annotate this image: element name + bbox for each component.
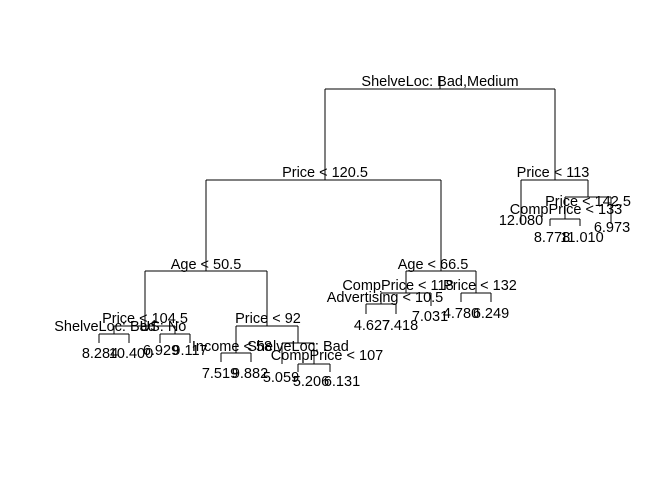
split-label-RR: Price < 142.5 <box>545 194 631 210</box>
split-label-LRL: CompPrice < 118 <box>342 278 453 294</box>
leaf-value-l6: 9.882 <box>232 366 268 382</box>
split-label-LRR: Price < 132 <box>443 278 517 294</box>
split-label-LLL: Price < 104.5 <box>102 311 188 327</box>
split-label-L: Price < 120.5 <box>282 165 368 181</box>
split-label-LR: Age < 66.5 <box>398 257 469 273</box>
leaf-value-l1: 8.284 <box>82 346 118 362</box>
split-label-LL: Age < 50.5 <box>171 257 242 273</box>
split-label-LLLL: ShelveLoc: Bad <box>54 319 156 335</box>
leaf-value-l10: 4.627 <box>354 318 390 334</box>
split-label-LLR: Price < 92 <box>235 311 301 327</box>
split-label-LLRRR: CompPrice < 107 <box>271 348 383 364</box>
leaf-value-l9: 6.131 <box>324 374 360 390</box>
split-label-LRLL: Advertising < 10.5 <box>327 290 443 306</box>
split-label-LLRL: Income < 58 <box>192 339 272 355</box>
leaf-value-l14: 6.249 <box>473 306 509 322</box>
split-label-R: Price < 113 <box>517 165 590 181</box>
leaf-value-l3: 6.929 <box>143 343 179 359</box>
leaf-value-l2: 10.400 <box>109 346 153 362</box>
leaf-value-l7: 5.059 <box>263 370 299 386</box>
leaf-value-l4: 9.117 <box>172 343 207 359</box>
leaf-value-l5: 7.519 <box>202 366 238 382</box>
split-label-LLLR: US: No <box>140 319 187 335</box>
split-label-LLRR: ShelveLoc: Bad <box>247 339 349 355</box>
leaf-value-l16: 8.778 <box>534 230 570 246</box>
split-label-RRL: CompPrice < 133 <box>510 202 622 218</box>
leaf-value-l13: 4.780 <box>443 306 479 322</box>
split-label-root: ShelveLoc: Bad,Medium <box>361 74 518 90</box>
leaf-value-l12: 7.031 <box>412 309 448 325</box>
leaf-value-l18: 6.973 <box>594 220 630 236</box>
leaf-value-l17: 11.010 <box>560 230 603 246</box>
leaf-value-l15: 12.080 <box>499 213 543 229</box>
leaf-value-l11: 7.418 <box>382 318 418 334</box>
tree-branches <box>98 77 612 372</box>
leaf-value-l8: 5.206 <box>293 374 329 390</box>
